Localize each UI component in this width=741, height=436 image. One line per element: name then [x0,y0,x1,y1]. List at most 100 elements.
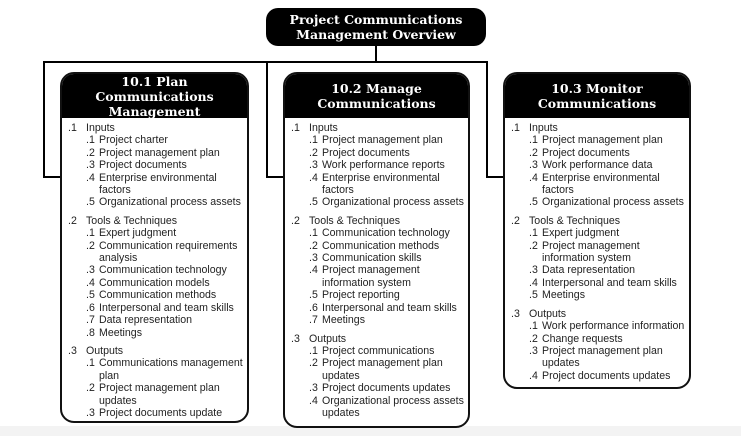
item-number: .3 [309,159,318,172]
item-number: .4 [309,394,318,407]
item-text: Project communications [322,344,435,357]
item-number: .1 [529,320,538,333]
item-number: .4 [529,276,538,289]
group-title: .2 Tools & Techniques [68,215,243,227]
connector-title-stem [375,46,377,62]
diagram-title-line2: Management Overview [296,27,456,42]
item-text: Communication models [99,276,210,289]
item-text: Project documents updates [322,382,451,395]
connector-left-elbow [43,176,61,178]
item-text: Project documents [99,159,187,172]
item-number: .1 [529,134,538,147]
list-item: .4 Enterprise environmental factors [68,172,243,197]
group-label: Tools & Techniques [529,214,621,227]
item-number: .6 [86,301,95,314]
list-item: .3 Communication technology [68,264,243,276]
group-number: .3 [68,344,77,357]
item-text: Project management information system [322,264,420,289]
group-number: .3 [291,332,300,345]
item-number: .1 [309,344,318,357]
list-item: .6 Interpersonal and team skills [68,302,243,314]
item-number: .7 [309,314,318,327]
item-text: Project documents [542,146,630,159]
item-number: .8 [86,326,95,339]
item-text: Work performance data [542,159,653,172]
group-title: .3 Outputs [291,333,464,345]
item-text: Communication technology [99,264,227,277]
item-number: .3 [309,252,318,265]
group-number: .2 [68,214,77,227]
item-number: .4 [529,171,538,184]
item-number: .2 [309,357,318,370]
item-text: Project management plan [99,146,220,159]
item-text: Work performance information [542,320,685,333]
group-label: Tools & Techniques [309,214,401,227]
item-number: .2 [529,239,538,252]
item-number: .2 [529,332,538,345]
item-text: Organizational process assets [542,196,684,209]
connector-right-drop [486,61,488,178]
item-text: Project management plan updates [322,357,443,382]
connector-right-elbow [486,176,504,178]
group-label: Inputs [86,122,115,134]
process-heading-line2: Management [108,103,201,119]
item-text: Communication requirements analysis [99,239,238,265]
item-text: Expert judgment [99,227,177,240]
group-number: .1 [68,122,77,134]
item-text: Meetings [99,326,142,339]
group-label: Tools & Techniques [86,214,178,227]
item-text: Interpersonal and team skills [99,301,234,314]
group-number: .3 [511,307,520,320]
connector-middle-elbow [266,176,284,178]
item-number: .4 [86,171,95,184]
item-text: Enterprise environmental factors [99,171,217,197]
item-number: .7 [86,314,95,327]
item-number: .1 [529,227,538,240]
list-item: .1 Work performance information [511,320,685,332]
group-label: Outputs [309,332,347,345]
item-number: .5 [529,196,538,209]
process-heading-line2: Communications [537,96,657,111]
group-label: Inputs [309,122,338,134]
item-text: Organizational process assets updates [322,394,464,419]
item-text: Organizational process assets [99,196,241,209]
diagram-title: Project Communications Management Overvi… [266,8,486,46]
item-number: .3 [86,264,95,277]
